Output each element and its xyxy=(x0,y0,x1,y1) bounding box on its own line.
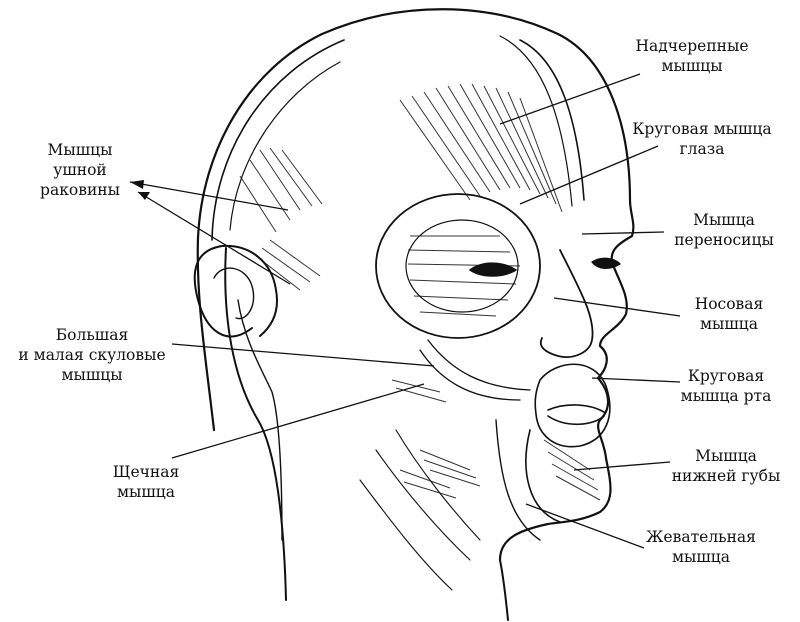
label-buccinator: Щечная мышца xyxy=(96,462,196,502)
label-epicranial-line2: мышцы xyxy=(661,57,723,75)
label-epicranial: Надчерепные мышцы xyxy=(620,36,764,76)
label-auricular-line1: Мышцы xyxy=(47,141,113,159)
label-nasalis-line1: Носовая xyxy=(694,295,764,313)
label-zygomatic: Большая и малая скуловые мышцы xyxy=(4,325,180,385)
leader-depressor xyxy=(573,461,671,471)
label-procerus-line1: Мышца xyxy=(693,211,755,229)
leader-masseter xyxy=(525,503,645,549)
label-masseter: Жевательная мышца xyxy=(640,527,762,567)
label-auricular: Мышцы ушной раковины xyxy=(22,140,138,200)
label-orbicularis-oculi-line2: глаза xyxy=(679,140,725,158)
label-nasalis-line2: мышца xyxy=(699,315,758,333)
label-buccinator-line1: Щечная xyxy=(112,463,180,481)
leader-lines xyxy=(129,73,681,549)
label-orbicularis-oculi-line1: Круговая мышца xyxy=(632,120,772,138)
label-depressor-lower-lip: Мышца нижней губы xyxy=(668,446,784,486)
label-orbicularis-oris-line1: Круговая xyxy=(687,367,765,385)
leader-nasalis xyxy=(553,297,681,317)
label-masseter-line1: Жевательная xyxy=(646,528,756,546)
label-depressor-lower-lip-line2: нижней губы xyxy=(671,467,781,485)
label-nasalis: Носовая мышца xyxy=(680,294,778,334)
orbicularis-oris-shape xyxy=(534,363,611,448)
lips xyxy=(547,404,605,426)
label-buccinator-line2: мышца xyxy=(116,483,175,501)
label-depressor-lower-lip-line1: Мышца xyxy=(695,447,757,465)
head-outline xyxy=(196,8,635,562)
nose-outline xyxy=(539,249,594,358)
neck-front xyxy=(499,559,509,621)
label-zygomatic-line1: Большая xyxy=(55,326,129,344)
label-procerus: Мышца переносицы xyxy=(664,210,784,250)
ear-outline xyxy=(193,244,278,338)
label-orbicularis-oris-line2: мышца рта xyxy=(680,387,772,405)
leader-buccinator xyxy=(171,383,425,459)
leader-orbicularis-oculi xyxy=(519,145,659,205)
label-epicranial-line1: Надчерепные xyxy=(635,37,749,55)
orbicularis-oculi-shape xyxy=(375,193,541,339)
label-auricular-line3: раковины xyxy=(40,181,120,199)
leader-epicranial xyxy=(499,73,641,125)
leader-orbicularis-oris xyxy=(591,377,681,383)
label-orbicularis-oculi: Круговая мышца глаза xyxy=(620,119,784,159)
label-masseter-line2: мышца xyxy=(671,548,730,566)
eye-left xyxy=(469,262,517,277)
label-orbicularis-oris: Круговая мышца рта xyxy=(668,366,784,406)
label-auricular-line2: ушной xyxy=(53,161,107,179)
leader-arrowheads xyxy=(130,180,150,200)
eye-right xyxy=(591,257,621,269)
label-zygomatic-line3: мышцы xyxy=(61,366,123,384)
label-procerus-line2: переносицы xyxy=(674,231,774,249)
label-zygomatic-line2: и малая скуловые xyxy=(18,346,166,364)
leader-zygomatic xyxy=(171,343,435,367)
leader-auricular-2 xyxy=(137,191,291,285)
leader-auricular-1 xyxy=(129,181,289,211)
neck-back-inner xyxy=(237,299,283,541)
leader-procerus xyxy=(581,231,665,235)
